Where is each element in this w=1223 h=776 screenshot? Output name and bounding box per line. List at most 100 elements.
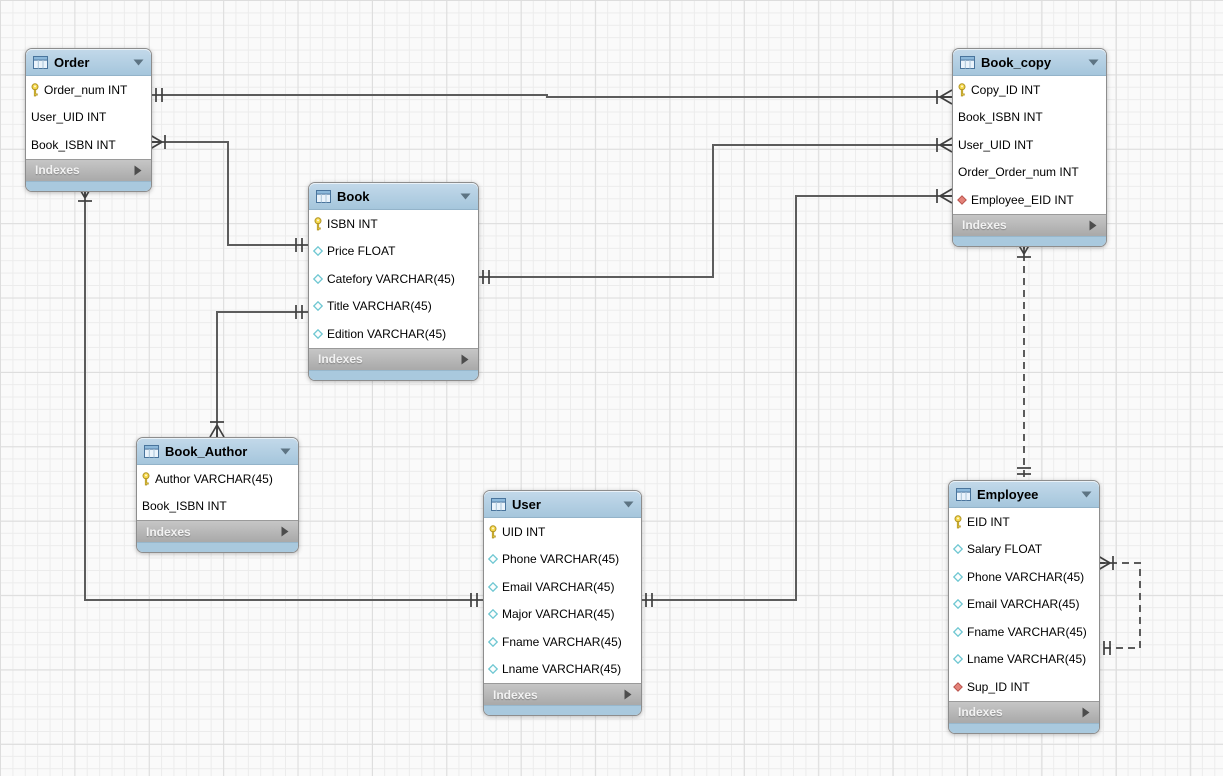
field-row[interactable]: Major VARCHAR(45) — [484, 600, 641, 628]
field-label: Copy_ID INT — [971, 82, 1041, 97]
field-row[interactable]: Email VARCHAR(45) — [484, 573, 641, 601]
field-row[interactable]: Author VARCHAR(45) — [137, 465, 298, 493]
table-title: Employee — [977, 486, 1039, 502]
attribute-diamond-icon — [953, 544, 963, 555]
relationship-line-order-user[interactable] — [84, 186, 483, 601]
expand-arrow-icon[interactable] — [461, 354, 469, 365]
field-row[interactable]: Order_num INT — [26, 76, 151, 104]
table-header-order[interactable]: Order — [26, 49, 151, 76]
table-title: Order — [54, 54, 90, 70]
field-row[interactable]: Book_ISBN INT — [26, 131, 151, 159]
field-row[interactable]: Sup_ID INT — [949, 673, 1099, 701]
table-icon — [491, 497, 506, 511]
field-row[interactable]: Price FLOAT — [309, 237, 478, 265]
expand-arrow-icon[interactable] — [1082, 707, 1090, 718]
field-row[interactable]: Employee_EID INT — [953, 186, 1106, 214]
indexes-row[interactable]: Indexes — [137, 520, 298, 542]
field-row[interactable]: Title VARCHAR(45) — [309, 292, 478, 320]
collapse-caret-icon[interactable] — [460, 193, 471, 200]
expand-arrow-icon[interactable] — [624, 689, 632, 700]
table-footer-strip — [26, 180, 151, 191]
relationship-line-user-book_copy[interactable] — [640, 195, 952, 601]
field-row[interactable]: EID INT — [949, 508, 1099, 536]
collapse-caret-icon[interactable] — [133, 59, 144, 66]
indexes-row[interactable]: Indexes — [309, 347, 478, 370]
table-footer-strip — [484, 705, 641, 715]
indexes-row[interactable]: Indexes — [953, 213, 1106, 236]
relationship-order-book_copy[interactable] — [150, 88, 953, 105]
field-label: Order_num INT — [44, 82, 128, 97]
attribute-diamond-icon — [313, 273, 323, 284]
collapse-caret-icon[interactable] — [623, 501, 634, 508]
relationship-order-book[interactable] — [149, 134, 308, 252]
attribute-diamond-icon — [313, 328, 323, 339]
field-label: Major VARCHAR(45) — [502, 607, 615, 622]
table-header-employee[interactable]: Employee — [949, 481, 1099, 508]
field-row[interactable]: Fname VARCHAR(45) — [484, 628, 641, 656]
relationship-employee-self[interactable] — [1097, 555, 1141, 655]
field-label: Phone VARCHAR(45) — [502, 552, 620, 567]
indexes-row[interactable]: Indexes — [949, 700, 1099, 723]
collapse-caret-icon[interactable] — [1088, 59, 1099, 66]
indexes-row[interactable]: Indexes — [484, 683, 641, 705]
field-row[interactable]: UID INT — [484, 518, 641, 546]
field-row[interactable]: Edition VARCHAR(45) — [309, 320, 478, 348]
primary-key-icon — [31, 83, 39, 97]
attribute-diamond-icon — [488, 636, 498, 647]
relationship-book-book_copy[interactable] — [477, 137, 953, 284]
field-label: EID INT — [967, 514, 1010, 529]
expand-arrow-icon[interactable] — [134, 165, 142, 176]
table-header-book_author[interactable]: Book_Author — [137, 438, 298, 465]
expand-arrow-icon[interactable] — [281, 526, 289, 537]
field-row[interactable]: Salary FLOAT — [949, 535, 1099, 563]
primary-key-icon — [314, 217, 322, 231]
expand-arrow-icon[interactable] — [1089, 220, 1097, 231]
field-row[interactable]: Order_Order_num INT — [953, 158, 1106, 186]
field-row[interactable]: User_UID INT — [26, 103, 151, 131]
relationship-book_copy-employee[interactable] — [1016, 241, 1032, 480]
field-row[interactable]: Lname VARCHAR(45) — [949, 645, 1099, 673]
field-row[interactable]: Book_ISBN INT — [137, 492, 298, 520]
field-row[interactable]: User_UID INT — [953, 131, 1106, 159]
relationship-book-book_author[interactable] — [209, 305, 308, 438]
relationship-line-order-book_copy[interactable] — [150, 94, 952, 98]
collapse-caret-icon[interactable] — [280, 448, 291, 455]
foreign-key-diamond-icon — [957, 194, 967, 205]
table-header-book[interactable]: Book — [309, 183, 478, 210]
relationship-line-book-book_copy[interactable] — [477, 144, 952, 278]
field-row[interactable]: Book_ISBN INT — [953, 103, 1106, 131]
table-title: User — [512, 496, 541, 512]
relationship-user-book_copy[interactable] — [640, 188, 953, 607]
field-row[interactable]: Copy_ID INT — [953, 76, 1106, 104]
field-row[interactable]: Catefory VARCHAR(45) — [309, 265, 478, 293]
attribute-diamond-icon — [953, 599, 963, 610]
table-header-book_copy[interactable]: Book_copy — [953, 49, 1106, 76]
field-label: Email VARCHAR(45) — [502, 579, 615, 594]
attribute-diamond-icon — [488, 581, 498, 592]
field-label: Phone VARCHAR(45) — [967, 569, 1085, 584]
field-row[interactable]: Email VARCHAR(45) — [949, 590, 1099, 618]
relationship-line-book-book_author[interactable] — [216, 311, 308, 437]
collapse-caret-icon[interactable] — [1081, 491, 1092, 498]
relationship-line-order-book[interactable] — [150, 141, 308, 246]
indexes-label: Indexes — [318, 352, 363, 366]
indexes-row[interactable]: Indexes — [26, 158, 151, 181]
relationship-line-employee-self[interactable] — [1098, 562, 1141, 649]
attribute-diamond-icon — [313, 246, 323, 257]
field-row[interactable]: ISBN INT — [309, 210, 478, 238]
primary-key-icon — [489, 525, 497, 539]
field-row[interactable]: Phone VARCHAR(45) — [484, 545, 641, 573]
field-row[interactable]: Lname VARCHAR(45) — [484, 655, 641, 683]
field-row[interactable]: Phone VARCHAR(45) — [949, 563, 1099, 591]
attribute-diamond-icon — [313, 301, 323, 312]
table-header-user[interactable]: User — [484, 491, 641, 518]
table-title: Book_copy — [981, 54, 1052, 70]
field-row[interactable]: Fname VARCHAR(45) — [949, 618, 1099, 646]
